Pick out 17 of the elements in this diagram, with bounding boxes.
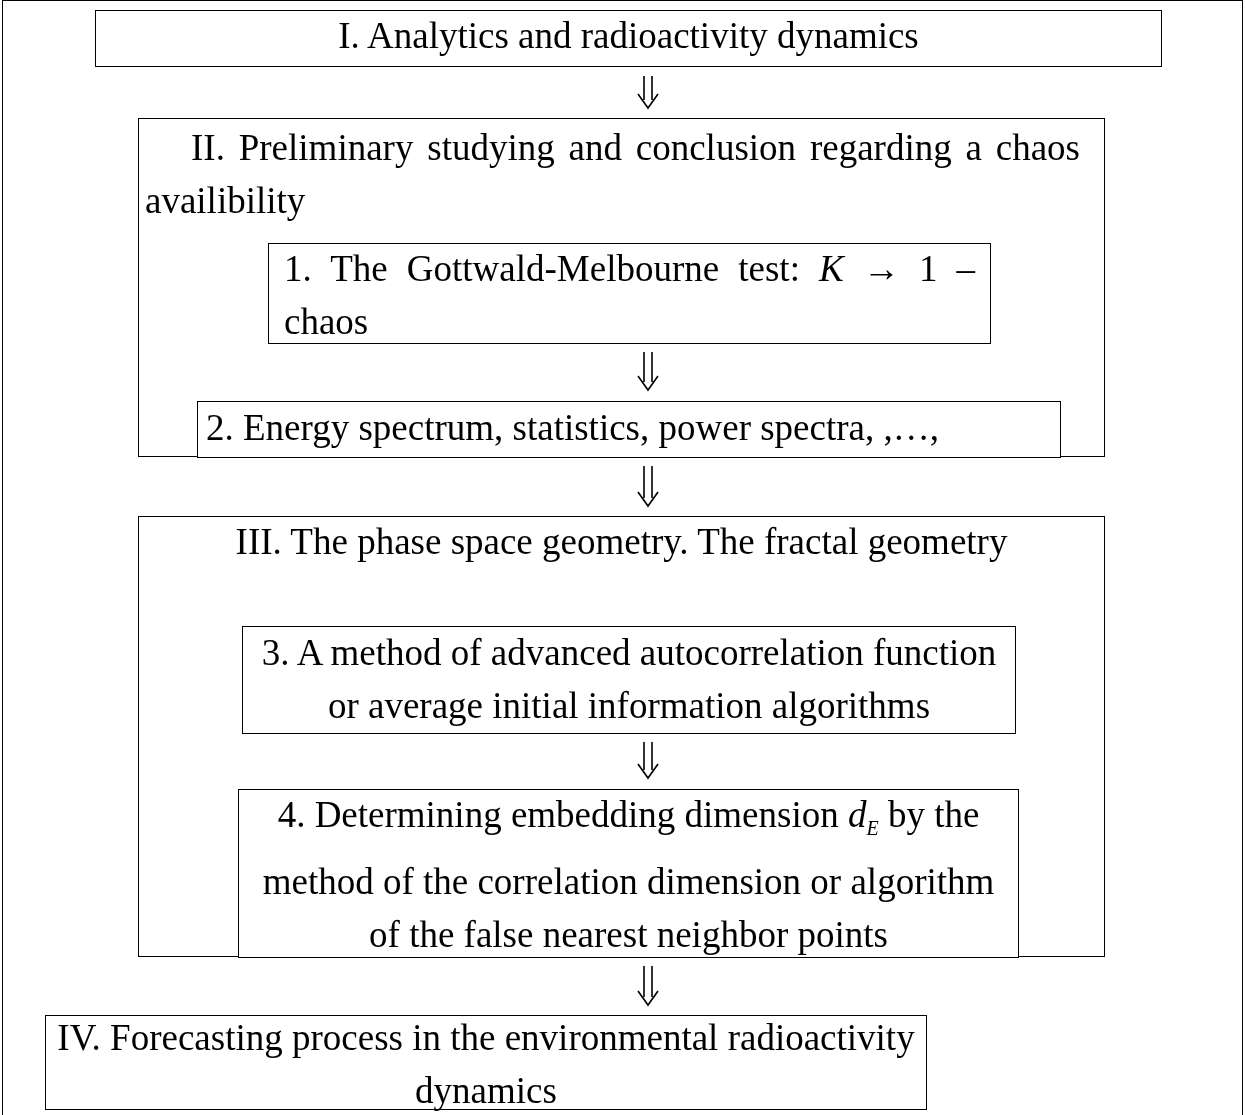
process-box [138,118,1105,457]
box-text: III. The phase space geometry. The fractal geometry [234,520,1009,564]
double-arrow [637,965,659,1007]
box-text: 2. Energy spectrum, statistics, power spectra, ,…, [206,406,940,450]
double-arrow [637,75,659,110]
box-text: 4. Determining embedding dimension d$_{E}$ by the method of the correlation dimension or algorithm of the false nearest neighbor points [261,793,996,958]
box-text: IV. Forecasting process in the environmental radioactivity dynamics [56,1016,916,1113]
box-text: 3. A method of advanced autocorrelation function or average initial information algorithms [260,631,998,728]
box-text: II. Preliminary studying and conclusion regarding a chaos availibility [145,126,1080,223]
box-text: I. Analytics and radioactivity dynamics [337,14,920,58]
box-text: 1. The Gottwald-Melbourne test: K → 1 – chaos [284,247,975,344]
double-arrow [637,465,659,508]
double-arrow [637,351,659,392]
process-box [95,10,1162,67]
process-box [138,516,1105,957]
double-arrow [637,741,659,780]
process-box [197,401,1061,458]
